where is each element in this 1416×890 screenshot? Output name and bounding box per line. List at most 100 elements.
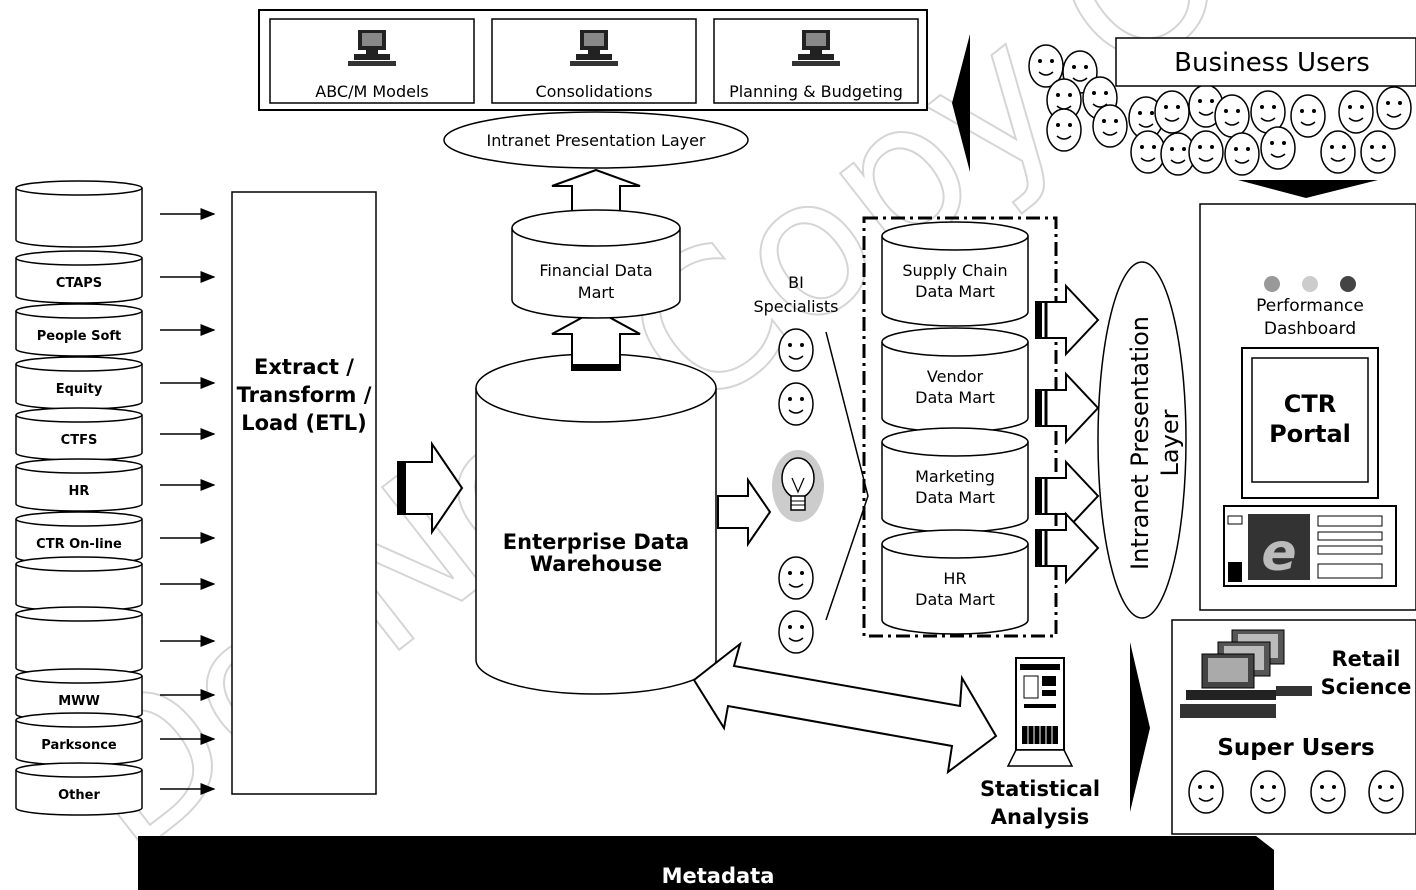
svg-text:Science: Science bbox=[1321, 675, 1412, 699]
source-label: Equity bbox=[56, 382, 103, 397]
data-mart-label: HR bbox=[943, 569, 966, 588]
svg-text:BI: BI bbox=[788, 273, 804, 292]
svg-text:Financial Data: Financial Data bbox=[539, 261, 652, 280]
source-label: Parksonce bbox=[41, 738, 117, 753]
bi-chevron bbox=[826, 332, 868, 620]
user-icon bbox=[1377, 87, 1411, 129]
source-system: People Soft bbox=[16, 304, 142, 356]
specialist-icon bbox=[779, 329, 813, 371]
svg-text:Statistical: Statistical bbox=[980, 777, 1100, 801]
source-label: CTFS bbox=[61, 433, 98, 448]
source-system: Other bbox=[16, 763, 142, 815]
app-planning-budgeting[interactable]: Planning & Budgeting bbox=[714, 19, 918, 103]
user-icon bbox=[1251, 771, 1285, 813]
svg-text:Metadata: Metadata bbox=[662, 864, 775, 888]
business-users-label: Business Users bbox=[1174, 48, 1370, 78]
source-label: People Soft bbox=[37, 329, 122, 344]
source-system: CTAPS bbox=[16, 251, 142, 303]
warehouse-to-bi-arrow bbox=[718, 480, 770, 544]
svg-text:Enterprise Data: Enterprise Data bbox=[503, 530, 689, 554]
source-system bbox=[16, 181, 142, 247]
mart-to-intranet-arrow bbox=[1036, 374, 1098, 442]
svg-text:Dashboard: Dashboard bbox=[1264, 319, 1356, 339]
browser-computer-icon: e bbox=[1224, 506, 1396, 586]
user-icon bbox=[1311, 771, 1345, 813]
data-mart: HR Data Mart bbox=[882, 530, 1028, 634]
data-mart-label: Data Mart bbox=[915, 590, 995, 609]
source-system bbox=[16, 557, 142, 611]
source-label: Other bbox=[58, 788, 100, 803]
specialist-icon bbox=[779, 557, 813, 599]
dashboard-panel: Performance Dashboard CTR Portal e bbox=[1200, 204, 1416, 610]
svg-text:Layer: Layer bbox=[1156, 409, 1184, 476]
svg-text:Retail: Retail bbox=[1331, 647, 1400, 671]
svg-text:Warehouse: Warehouse bbox=[530, 552, 662, 576]
user-icon bbox=[1189, 771, 1223, 813]
server-icon bbox=[1008, 658, 1072, 766]
user-icon bbox=[1189, 131, 1223, 173]
specialist-icon bbox=[779, 611, 813, 653]
statistical-analysis: Statistical Analysis bbox=[980, 658, 1100, 829]
specialist-icon bbox=[779, 383, 813, 425]
super-users-panel: Retail Science Super Users bbox=[1172, 620, 1416, 834]
app-label: Planning & Budgeting bbox=[729, 82, 903, 101]
lightbulb-icon bbox=[772, 450, 824, 522]
app-abcm-models[interactable]: ABC/M Models bbox=[270, 19, 474, 103]
svg-text:e: e bbox=[1261, 523, 1296, 583]
source-label: CTR On-line bbox=[36, 537, 122, 552]
svg-text:Intranet Presentation Layer: Intranet Presentation Layer bbox=[486, 131, 705, 150]
user-icon bbox=[1321, 131, 1355, 173]
svg-text:Performance: Performance bbox=[1256, 296, 1364, 316]
user-icon bbox=[1093, 105, 1127, 147]
svg-text:Mart: Mart bbox=[578, 283, 614, 302]
source-system: CTFS bbox=[16, 408, 142, 460]
enterprise-data-warehouse: Enterprise Data Warehouse bbox=[476, 354, 716, 694]
user-icon bbox=[1291, 95, 1325, 137]
etl-box: Extract / Transform / Load (ETL) bbox=[232, 192, 376, 794]
data-mart-label: Supply Chain bbox=[902, 261, 1007, 280]
data-mart-label: Marketing bbox=[915, 467, 995, 486]
down-triangle bbox=[1238, 180, 1378, 198]
user-icon bbox=[1369, 771, 1403, 813]
svg-text:CTR: CTR bbox=[1284, 390, 1336, 418]
svg-text:Portal: Portal bbox=[1269, 420, 1351, 448]
metadata-bar: Metadata bbox=[138, 836, 1274, 890]
data-mart-label: Data Mart bbox=[915, 282, 995, 301]
user-icon bbox=[1155, 91, 1189, 133]
source-label: CTAPS bbox=[56, 276, 102, 291]
source-system: Equity bbox=[16, 357, 142, 409]
app-label: Consolidations bbox=[535, 82, 652, 101]
warehouse-stats-double-arrow bbox=[694, 644, 996, 772]
mart-to-intranet-arrow bbox=[1036, 286, 1098, 354]
app-consolidations[interactable]: Consolidations bbox=[492, 19, 696, 103]
data-mart-label: Vendor bbox=[927, 367, 984, 386]
source-label: MWW bbox=[58, 694, 100, 709]
svg-text:Extract /: Extract / bbox=[254, 355, 354, 379]
svg-text:Analysis: Analysis bbox=[991, 805, 1089, 829]
user-icon bbox=[1339, 91, 1373, 133]
mart-to-intranet-arrow bbox=[1036, 514, 1098, 582]
user-icon bbox=[1215, 95, 1249, 137]
intranet-layer-right: Intranet Presentation Layer bbox=[1098, 262, 1186, 618]
user-icon bbox=[1047, 109, 1081, 151]
data-mart-label: Data Mart bbox=[915, 388, 995, 407]
user-icon bbox=[1261, 127, 1295, 169]
svg-text:Intranet Presentation: Intranet Presentation bbox=[1126, 316, 1154, 570]
right-triangle bbox=[1130, 642, 1150, 812]
user-icon bbox=[1225, 133, 1259, 175]
top-applications-panel: ABC/M Models Consolidations Planning & B… bbox=[259, 10, 927, 110]
data-mart-label: Data Mart bbox=[915, 488, 995, 507]
source-system: CTR On-line bbox=[16, 512, 142, 564]
svg-text:Load (ETL): Load (ETL) bbox=[241, 411, 367, 435]
svg-text:Transform /: Transform / bbox=[237, 383, 372, 407]
source-system: HR bbox=[16, 459, 142, 511]
intranet-layer-top: Intranet Presentation Layer bbox=[444, 112, 748, 168]
svg-text:Specialists: Specialists bbox=[753, 297, 838, 316]
source-label: HR bbox=[69, 484, 90, 499]
portal-monitor-icon: CTR Portal bbox=[1242, 348, 1378, 498]
financial-data-mart: Financial Data Mart bbox=[512, 210, 680, 318]
user-icon bbox=[1131, 131, 1165, 173]
